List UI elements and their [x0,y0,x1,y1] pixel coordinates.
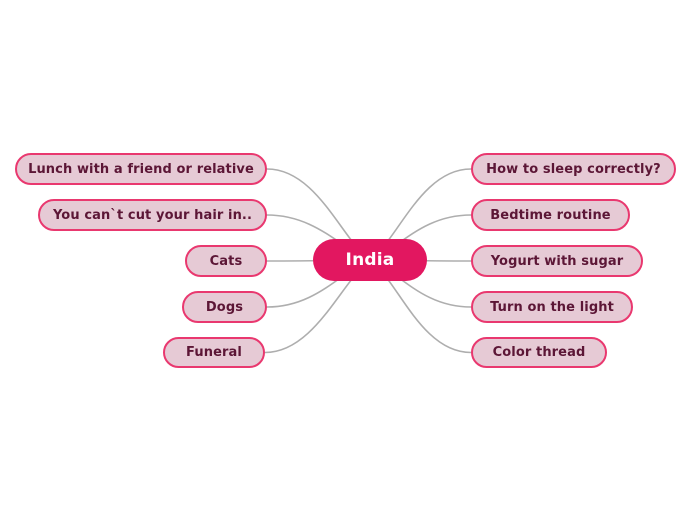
branch-node-left-2[interactable]: Cats [185,245,267,277]
branch-node-right-3[interactable]: Turn on the light [471,291,633,323]
branch-node-label: Bedtime routine [490,207,611,223]
branch-node-label: Cats [209,253,243,269]
branch-node-label: Dogs [205,299,244,315]
branch-node-right-2[interactable]: Yogurt with sugar [471,245,643,277]
branch-node-label: Funeral [186,345,242,360]
branch-node-right-0[interactable]: How to sleep correctly? [471,153,676,185]
branch-node-right-1[interactable]: Bedtime routine [471,199,630,231]
branch-node-left-3[interactable]: Dogs [182,291,267,323]
root-node-india[interactable]: India [313,239,427,281]
branch-node-label: How to sleep correctly? [486,161,661,177]
branch-node-label: Color thread [492,345,586,360]
branch-node-left-4[interactable]: Funeral [163,337,265,368]
branch-node-label: Lunch with a friend or relative [28,161,254,177]
branch-node-left-0[interactable]: Lunch with a friend or relative [15,153,267,185]
branch-node-label: Yogurt with sugar [490,253,624,269]
branch-node-label: You can`t cut your hair in.. [52,207,252,223]
root-node-label: India [345,250,395,270]
branch-node-right-4[interactable]: Color thread [471,337,607,368]
branch-node-label: Turn on the light [490,299,614,315]
branch-node-left-1[interactable]: You can`t cut your hair in.. [38,199,267,231]
